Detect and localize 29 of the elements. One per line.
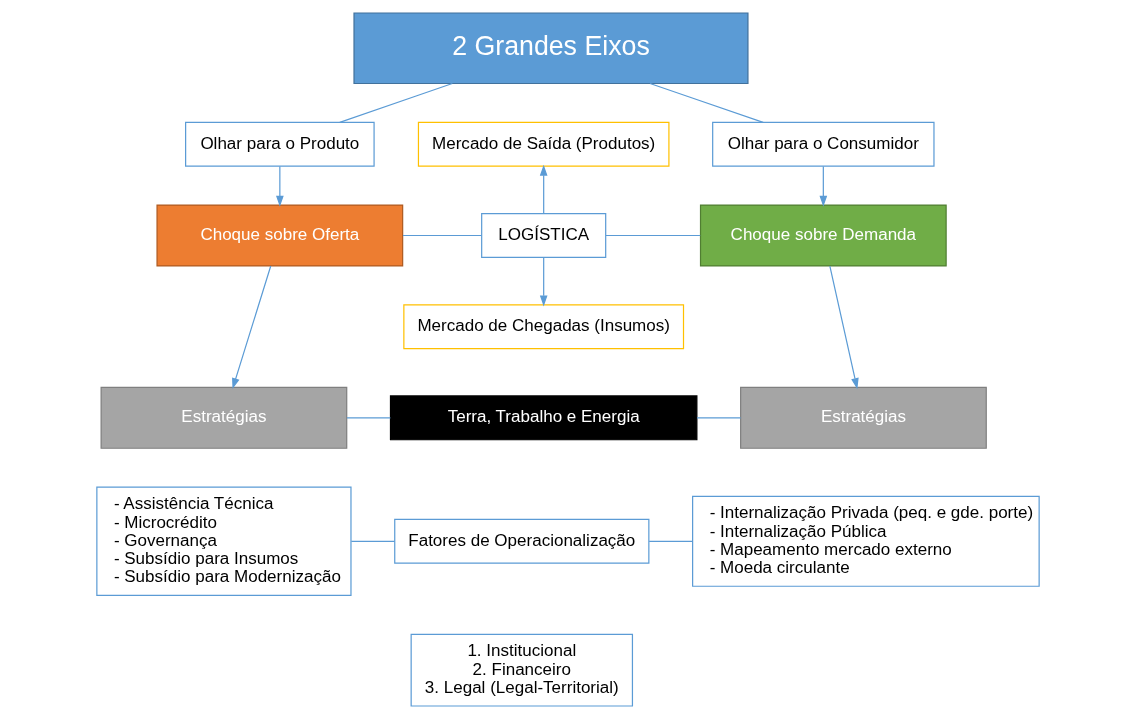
node-box: Olhar para o Consumidor: [711, 121, 935, 167]
connector: [648, 540, 693, 542]
node-box: Fatores de Operacionalização: [393, 518, 649, 564]
connector: [648, 82, 764, 123]
node-box: Choque sobre Demanda: [699, 204, 947, 267]
node-box: LOGÍSTICA: [480, 213, 606, 258]
node-box: Mercado de Saída (Produtos): [417, 121, 669, 167]
arrow: [828, 265, 859, 390]
connector: [338, 82, 453, 123]
node-box: 1. Institucional 2. Financeiro 3. Legal (Legal-Territorial): [410, 633, 633, 707]
node-box: Choque sobre Oferta: [155, 204, 403, 267]
node-box: Estratégias: [739, 386, 987, 449]
connector: [401, 234, 482, 237]
connector: [695, 417, 741, 419]
node-box: Terra, Trabalho e Energia: [389, 395, 697, 441]
connector: [604, 234, 701, 237]
connector: [345, 417, 391, 419]
node-box: Olhar para o Produto: [184, 121, 375, 167]
connector: [350, 540, 395, 542]
arrow: [819, 165, 827, 207]
arrow: [539, 257, 547, 307]
arrow: [275, 165, 284, 207]
arrow: [231, 265, 271, 390]
node-box: Mercado de Chegadas (Insumos): [402, 304, 684, 350]
node-box: 2 Grandes Eixos: [352, 12, 749, 85]
node-box: - Internalização Privada (peq. e gde. porte) - Internalização Pública - Mapeamento mercado externo - Moeda circulante: [691, 495, 1040, 587]
node-box: - Assistência Técnica - Microcrédito - Governança - Subsídio para Insumos - Subsídio para Modernização: [95, 486, 352, 596]
arrow: [539, 164, 547, 214]
node-box: Estratégias: [100, 386, 347, 449]
